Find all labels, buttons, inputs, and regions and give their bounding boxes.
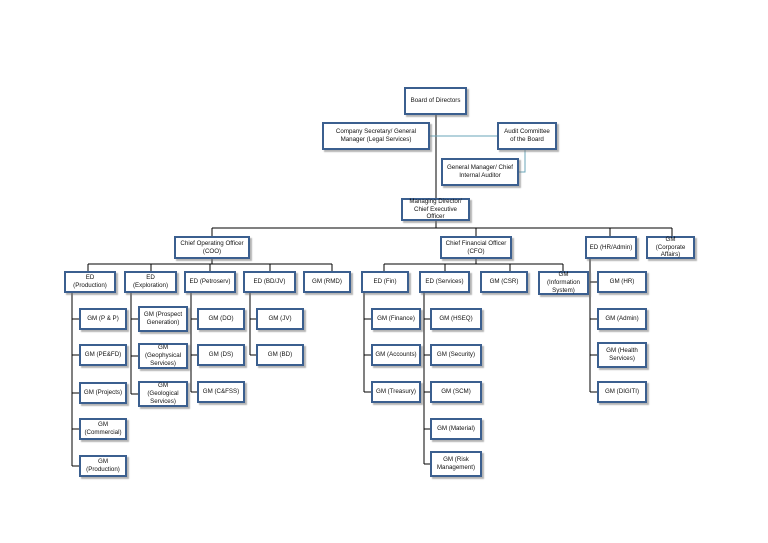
gm-geological-services-box: GM (Geological Services) bbox=[138, 381, 188, 407]
cfo-box: Chief Financial Officer (CFO) bbox=[440, 236, 512, 259]
gm-commercial-label: GM (Commercial) bbox=[84, 421, 122, 436]
gm-csr-label: GM (CSR) bbox=[489, 278, 519, 286]
gm-bd-box: GM (BD) bbox=[256, 344, 304, 366]
gm-security-label: GM (Security) bbox=[436, 351, 476, 359]
gm-bd-label: GM (BD) bbox=[267, 351, 293, 359]
ed-hr-admin-label: ED (HR/Admin) bbox=[589, 243, 633, 251]
coo-label: Chief Operating Officer (COO) bbox=[180, 239, 244, 255]
gm-p-and-p-box: GM (P & P) bbox=[79, 308, 127, 330]
gm-treasury-box: GM (Treasury) bbox=[371, 381, 421, 403]
gm-admin-box: GM (Admin) bbox=[597, 308, 647, 330]
ed-production-box: ED (Production) bbox=[64, 271, 116, 293]
company-secretary-box: Company Secretary/ General Manager (Lega… bbox=[322, 122, 430, 150]
gm-do-label: GM (DO) bbox=[208, 315, 234, 323]
gm-pe-fd-box: GM (PE&FD) bbox=[79, 344, 127, 366]
gm-prospect-generation-label: GM (Prospect Generation) bbox=[143, 311, 183, 326]
gm-digiti-box: GM (DIGITI) bbox=[597, 381, 647, 403]
gm-commercial-box: GM (Commercial) bbox=[79, 418, 127, 440]
gm-ds-box: GM (DS) bbox=[197, 344, 245, 366]
ed-services-label: ED (Services) bbox=[425, 278, 464, 286]
board-of-directors-label: Board of Directors bbox=[410, 97, 461, 105]
gm-geological-services-label: GM (Geological Services) bbox=[147, 382, 179, 405]
gm-hr-box: GM (HR) bbox=[597, 271, 647, 293]
cfo-label: Chief Financial Officer (CFO) bbox=[445, 239, 507, 255]
ed-exploration-box: ED (Exploration) bbox=[124, 271, 177, 293]
gm-hseq-box: GM (HSEQ) bbox=[430, 308, 482, 330]
gm-production-label: GM (Production) bbox=[86, 458, 120, 473]
gm-geophysical-services-box: GM (Geophysical Services) bbox=[138, 343, 188, 369]
ed-petroserv-label: ED (Petroserv) bbox=[189, 278, 231, 286]
gm-csr-box: GM (CSR) bbox=[480, 271, 528, 293]
gm-internal-audit-label: General Manager/ Chief Internal Auditor bbox=[446, 164, 514, 179]
gm-production-box: GM (Production) bbox=[79, 455, 127, 477]
gm-ds-label: GM (DS) bbox=[208, 351, 234, 359]
company-secretary-label: Company Secretary/ General Manager (Lega… bbox=[335, 128, 417, 143]
gm-information-system-label: GM (Information System) bbox=[546, 271, 580, 294]
gm-hseq-label: GM (HSEQ) bbox=[439, 315, 473, 323]
gm-admin-label: GM (Admin) bbox=[605, 315, 639, 323]
ed-fin-label: ED (Fin) bbox=[373, 278, 397, 286]
gm-accounts-label: GM (Accounts) bbox=[375, 351, 417, 359]
ed-services-box: ED (Services) bbox=[419, 271, 470, 293]
gm-treasury-label: GM (Treasury) bbox=[376, 388, 416, 396]
ed-bd-jv-box: ED (BD/JV) bbox=[243, 271, 296, 293]
gm-projects-box: GM (Projects) bbox=[79, 382, 127, 404]
gm-geophysical-services-label: GM (Geophysical Services) bbox=[144, 344, 182, 367]
gm-material-box: GM (Material) bbox=[430, 418, 482, 440]
gm-risk-management-label: GM (Risk Management) bbox=[436, 456, 476, 471]
gm-finance-label: GM (Finance) bbox=[377, 315, 415, 323]
gm-corporate-affairs-box: GM (Corporate Affairs) bbox=[646, 236, 695, 259]
ed-exploration-label: ED (Exploration) bbox=[132, 274, 169, 289]
gm-pe-fd-label: GM (PE&FD) bbox=[84, 351, 122, 359]
gm-projects-label: GM (Projects) bbox=[83, 389, 123, 397]
gm-digiti-label: GM (DIGITI) bbox=[604, 388, 640, 396]
gm-jv-box: GM (JV) bbox=[256, 308, 304, 330]
ed-petroserv-box: ED (Petroserv) bbox=[184, 271, 236, 293]
gm-risk-management-box: GM (Risk Management) bbox=[430, 451, 482, 477]
gm-health-services-label: GM (Health Services) bbox=[606, 347, 638, 362]
gm-rmd-box: GM (RMD) bbox=[303, 271, 351, 293]
gm-finance-box: GM (Finance) bbox=[371, 308, 421, 330]
gm-hr-label: GM (HR) bbox=[609, 278, 635, 286]
gm-security-box: GM (Security) bbox=[430, 344, 482, 366]
gm-p-and-p-label: GM (P & P) bbox=[87, 315, 119, 323]
board-of-directors-box: Board of Directors bbox=[404, 87, 467, 115]
md-ceo-label: Managing Director/ Chief Executive Offic… bbox=[409, 197, 462, 221]
md-ceo-box: Managing Director/ Chief Executive Offic… bbox=[401, 198, 470, 221]
gm-information-system-box: GM (Information System) bbox=[538, 271, 589, 295]
gm-corporate-affairs-label: GM (Corporate Affairs) bbox=[655, 235, 686, 259]
audit-committee-label: Audit Committee of the Board bbox=[504, 128, 550, 143]
gm-scm-label: GM (SCM) bbox=[441, 388, 471, 396]
coo-box: Chief Operating Officer (COO) bbox=[174, 236, 250, 259]
gm-prospect-generation-box: GM (Prospect Generation) bbox=[138, 306, 188, 332]
gm-material-label: GM (Material) bbox=[437, 425, 475, 433]
gm-jv-label: GM (JV) bbox=[268, 315, 292, 323]
gm-c-fss-box: GM (C&FSS) bbox=[197, 381, 245, 403]
ed-bd-jv-label: ED (BD/JV) bbox=[253, 278, 286, 286]
ed-hr-admin-box: ED (HR/Admin) bbox=[585, 236, 637, 259]
gm-accounts-box: GM (Accounts) bbox=[371, 344, 421, 366]
gm-scm-box: GM (SCM) bbox=[430, 381, 482, 403]
gm-do-box: GM (DO) bbox=[197, 308, 245, 330]
gm-internal-audit-box: General Manager/ Chief Internal Auditor bbox=[441, 158, 519, 186]
gm-health-services-box: GM (Health Services) bbox=[597, 342, 647, 368]
ed-production-label: ED (Production) bbox=[73, 274, 107, 289]
ed-fin-box: ED (Fin) bbox=[361, 271, 409, 293]
gm-c-fss-label: GM (C&FSS) bbox=[202, 388, 240, 396]
gm-rmd-label: GM (RMD) bbox=[312, 278, 342, 286]
audit-committee-box: Audit Committee of the Board bbox=[497, 122, 557, 150]
